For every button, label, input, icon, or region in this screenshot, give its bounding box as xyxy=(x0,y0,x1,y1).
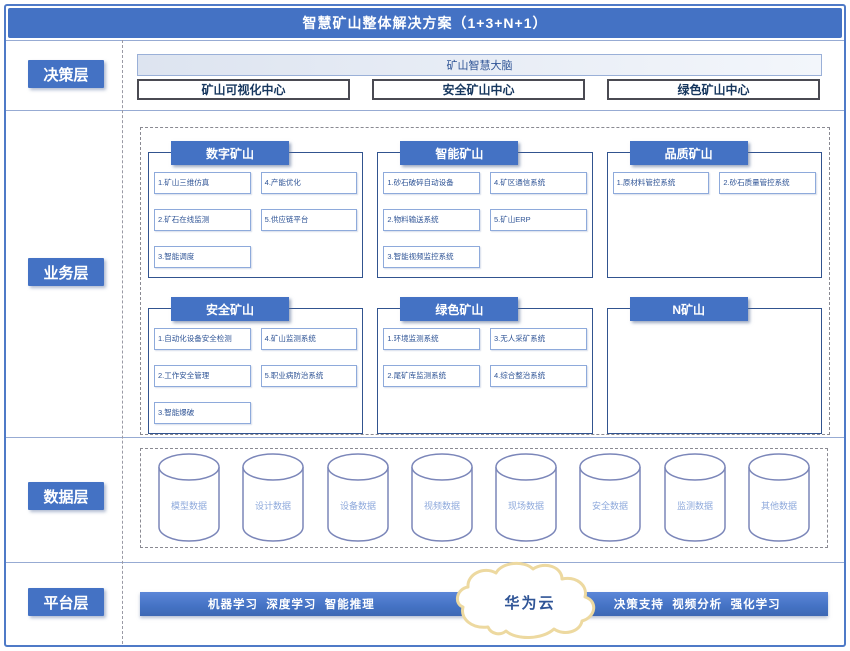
database-cylinder-icon: 模型数据 xyxy=(158,453,220,542)
module-title: 安全矿山 xyxy=(171,297,289,321)
business-container xyxy=(140,127,830,435)
page-title: 智慧矿山整体解决方案（1+3+N+1） xyxy=(8,8,842,38)
layer-label-platform: 平台层 xyxy=(28,588,104,616)
layer-divider xyxy=(6,40,844,41)
database-cylinder-icon: 设计数据 xyxy=(242,453,305,542)
center-safety: 安全矿山中心 xyxy=(372,79,585,100)
module-item: 5.职业病防治系统 xyxy=(260,365,358,387)
layer-label-business: 业务层 xyxy=(28,258,104,286)
data-container: 模型数据 设计数据 设备数据 视频数据 现场数据 安全数据 监测数据 其他数据 xyxy=(140,448,828,548)
database-cylinder-icon: 设备数据 xyxy=(326,453,389,542)
database-cylinder-icon: 其他数据 xyxy=(748,453,810,542)
module-title: 绿色矿山 xyxy=(400,297,519,321)
cylinder-label: 监测数据 xyxy=(677,500,713,511)
module-item: 1.砂石破碎自动设备 xyxy=(383,172,480,194)
platform-capabilities-right: 决策支持 视频分析 强化学习 xyxy=(613,599,781,611)
cylinder-label: 其他数据 xyxy=(761,500,797,511)
module-item: 3.智能调度 xyxy=(154,246,251,268)
module-item: 4.产能优化 xyxy=(260,172,358,194)
module-item: 2.物料输送系统 xyxy=(383,209,480,231)
database-cylinder-icon: 监测数据 xyxy=(663,453,726,542)
layer-divider xyxy=(6,110,844,111)
module-title: 品质矿山 xyxy=(629,141,748,165)
cylinder-label: 视频数据 xyxy=(424,500,460,511)
module-item: 1.矿山三维仿真 xyxy=(154,172,251,194)
module-title: 数字矿山 xyxy=(171,141,289,165)
business-modules: 数字矿山 1.矿山三维仿真 2.矿石在线监测 3.智能调度 4.产能优化 5.供… xyxy=(148,140,822,434)
module-n-mine: N矿山 xyxy=(606,297,822,434)
database-cylinder-icon: 现场数据 xyxy=(495,453,557,542)
module-safe-mine: 安全矿山 1.自动化设备安全检测 2.工作安全管理 3.智能爆破 4.矿山监测系… xyxy=(148,297,364,434)
layer-divider xyxy=(6,437,844,438)
module-item: 2.矿石在线监测 xyxy=(154,209,251,231)
module-green-mine: 绿色矿山 1.环境监测系统 2.尾矿库监测系统 3.无人采矿系统 4.综合整治系… xyxy=(377,297,593,434)
module-title: N矿山 xyxy=(629,297,748,321)
module-title: 智能矿山 xyxy=(400,141,519,165)
platform-bar: 机器学习 深度学习 智能推理 决策支持 视频分析 强化学习 xyxy=(140,592,828,616)
huawei-cloud-label: 华为云 xyxy=(504,594,556,612)
cylinder-label: 设计数据 xyxy=(255,500,291,511)
module-item: 3.智能爆破 xyxy=(154,402,251,424)
module-item: 4.矿区通信系统 xyxy=(489,172,587,194)
mine-smart-brain-bar: 矿山智慧大脑 xyxy=(137,54,822,76)
cylinder-label: 安全数据 xyxy=(592,500,628,511)
layer-label-data: 数据层 xyxy=(28,482,104,510)
database-cylinder-icon: 安全数据 xyxy=(579,453,642,542)
decision-centers: 矿山可视化中心 安全矿山中心 绿色矿山中心 xyxy=(137,79,820,100)
cylinder-label: 模型数据 xyxy=(171,500,207,511)
layer-divider xyxy=(6,562,844,563)
module-item: 2.工作安全管理 xyxy=(154,365,251,387)
module-item: 5.矿山ERP xyxy=(489,209,587,231)
label-content-separator xyxy=(122,40,123,644)
module-item: 4.矿山监测系统 xyxy=(260,328,358,350)
module-item: 1.环境监测系统 xyxy=(383,328,480,350)
layer-label-decision: 决策层 xyxy=(28,60,104,88)
module-item: 4.综合整治系统 xyxy=(489,365,587,387)
module-item: 1.自动化设备安全检测 xyxy=(154,328,251,350)
module-item: 2.砂石质量管控系统 xyxy=(719,172,816,194)
cylinder-label: 设备数据 xyxy=(340,500,376,511)
huawei-cloud-icon xyxy=(455,561,596,639)
database-cylinder-icon: 视频数据 xyxy=(411,453,473,542)
module-digital-mine: 数字矿山 1.矿山三维仿真 2.矿石在线监测 3.智能调度 4.产能优化 5.供… xyxy=(148,141,364,278)
module-item: 3.无人采矿系统 xyxy=(489,328,587,350)
center-green: 绿色矿山中心 xyxy=(607,79,820,100)
module-item: 5.供应链平台 xyxy=(260,209,358,231)
module-item: 3.智能视频监控系统 xyxy=(383,246,480,268)
cylinder-label: 现场数据 xyxy=(508,500,544,511)
platform-capabilities-left: 机器学习 深度学习 智能推理 xyxy=(207,599,375,611)
center-visualization: 矿山可视化中心 xyxy=(137,79,350,100)
module-quality-mine: 品质矿山 1.原材料管控系统 2.砂石质量管控系统 xyxy=(606,141,822,278)
module-intelligent-mine: 智能矿山 1.砂石破碎自动设备 2.物料输送系统 3.智能视频监控系统 4.矿区… xyxy=(377,141,593,278)
module-item: 2.尾矿库监测系统 xyxy=(383,365,480,387)
module-item: 1.原材料管控系统 xyxy=(612,172,710,194)
